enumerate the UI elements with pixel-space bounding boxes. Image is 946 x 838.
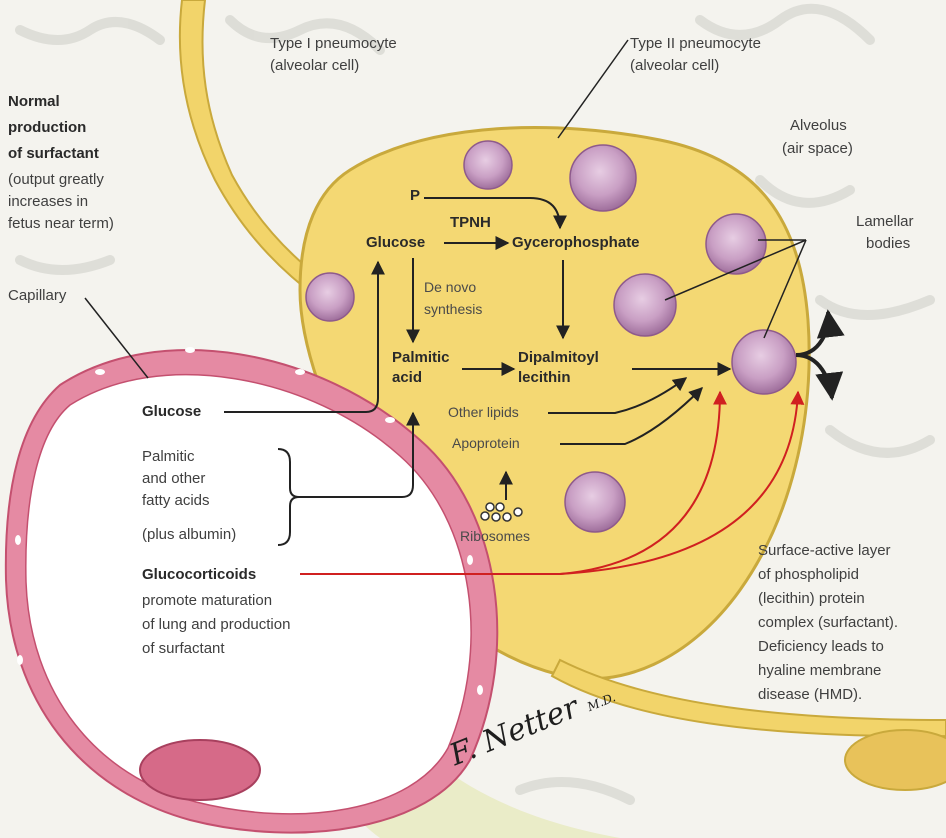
type1-label-line2: (alveolar cell) (270, 56, 359, 75)
pathway-glycerophosphate: Gycerophosphate (512, 234, 640, 252)
surfactant-note-line5: Deficiency leads to (758, 637, 884, 656)
glucose-capillary-label: Glucose (142, 402, 201, 421)
pathway-p: P (410, 187, 420, 205)
capillary-label: Capillary (8, 286, 66, 305)
alveolus-label-line2: (air space) (782, 139, 853, 158)
type1-label-line1: Type I pneumocyte (270, 34, 397, 53)
pathway-ribosomes: Ribosomes (460, 527, 530, 545)
type2-label-line1: Type II pneumocyte (630, 34, 761, 53)
surfactant-note-line7: disease (HMD). (758, 685, 862, 704)
surfactant-note-line4: complex (surfactant). (758, 613, 898, 632)
pathway-apoprotein: Apoprotein (452, 434, 520, 452)
title-note-line1: (output greatly (8, 170, 104, 189)
pathway-dipalmitoyl-line2: lecithin (518, 369, 571, 387)
title-line2: production (8, 118, 86, 137)
alveolus-label-line1: Alveolus (790, 116, 847, 135)
pathway-palmitic-line2: acid (392, 369, 422, 387)
surfactant-note-line3: (lecithin) protein (758, 589, 865, 608)
pathway-denovo-line2: synthesis (424, 300, 482, 318)
pathway-other-lipids: Other lipids (448, 403, 519, 421)
lamellar-label-line2: bodies (866, 234, 910, 253)
pathway-tpnh: TPNH (450, 214, 491, 232)
title-note-line3: fetus near term) (8, 214, 114, 233)
surfactant-note-line1: Surface-active layer (758, 541, 891, 560)
pathway-palmitic-line1: Palmitic (392, 349, 450, 367)
lamellar-label-line1: Lamellar (856, 212, 914, 231)
glucocorticoids-label: Glucocorticoids (142, 565, 256, 584)
title-line3: of surfactant (8, 144, 99, 163)
surfactant-note-line6: hyaline membrane (758, 661, 881, 680)
glucocorticoids-note-line3: of surfactant (142, 639, 225, 658)
fatty-acid-line2: and other (142, 469, 205, 488)
surfactant-note-line2: of phospholipid (758, 565, 859, 584)
signature-suffix: M.D. (585, 690, 617, 714)
glucocorticoids-note-line2: of lung and production (142, 615, 290, 634)
glucocorticoids-note-line1: promote maturation (142, 591, 272, 610)
lower-right-cell (845, 730, 946, 790)
fatty-acid-line3: fatty acids (142, 491, 210, 510)
pathway-denovo-line1: De novo (424, 278, 476, 296)
capillary-nucleus (140, 740, 260, 800)
pathway-dipalmitoyl-line1: Dipalmitoyl (518, 349, 599, 367)
pathway-glucose: Glucose (366, 234, 425, 252)
title-line1: Normal (8, 92, 60, 111)
type2-label-line2: (alveolar cell) (630, 56, 719, 75)
fatty-acid-line1: Palmitic (142, 447, 195, 466)
title-note-line2: increases in (8, 192, 88, 211)
fatty-acid-line4: (plus albumin) (142, 525, 236, 544)
